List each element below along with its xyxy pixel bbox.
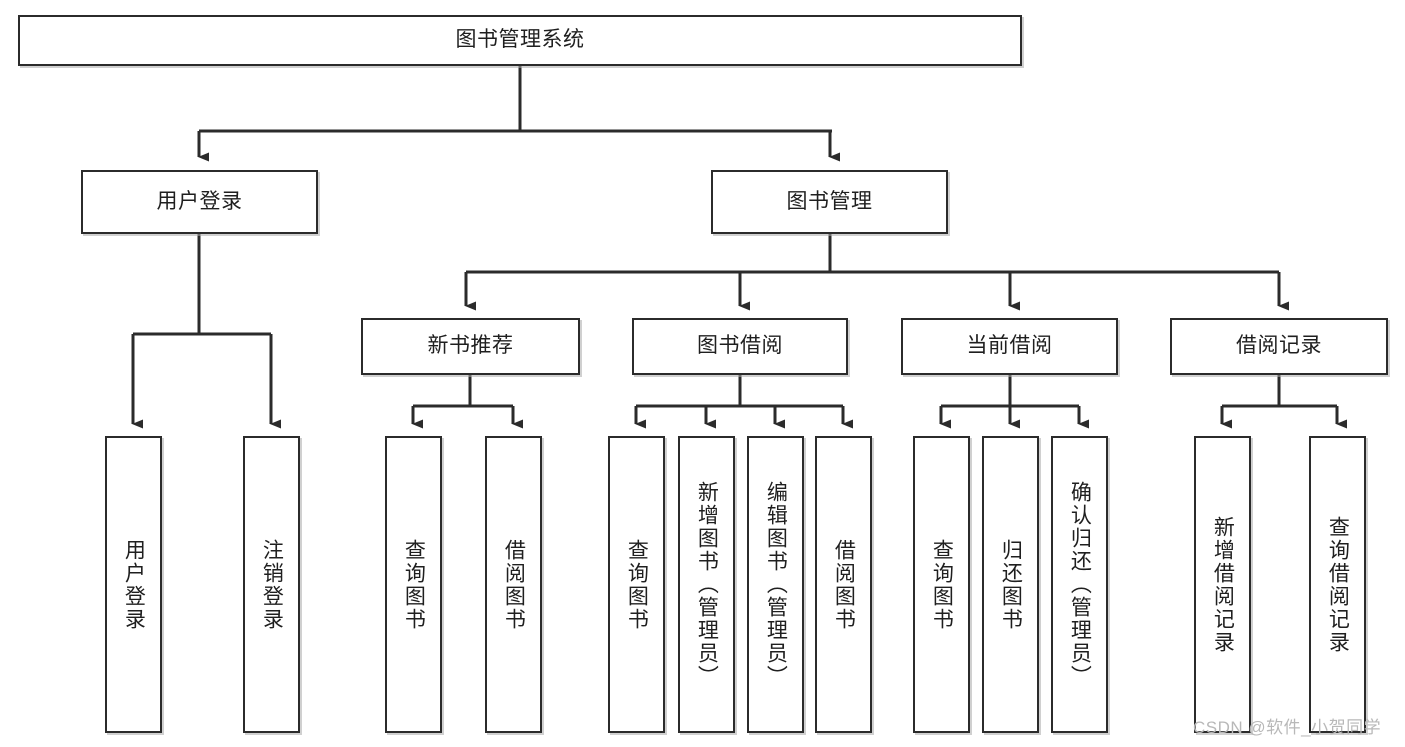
node-label: 用户登录 (122, 538, 146, 631)
node-label: 新增图书（管理员） (695, 481, 719, 688)
node-leaf-borrow-book-2[interactable]: 借阅图书 (815, 436, 872, 733)
node-leaf-add-record[interactable]: 新增借阅记录 (1194, 436, 1251, 733)
node-label: 图书借阅 (697, 334, 783, 358)
node-label: 查询借阅记录 (1326, 515, 1350, 654)
node-label: 借阅图书 (832, 538, 856, 631)
node-label: 新书推荐 (427, 334, 514, 358)
node-label: 查询图书 (625, 538, 649, 631)
node-label: 借阅图书 (502, 538, 526, 631)
node-label: 用户登录 (156, 189, 243, 213)
node-leaf-borrow-book-1[interactable]: 借阅图书 (485, 436, 542, 733)
node-leaf-return-book[interactable]: 归还图书 (982, 436, 1039, 733)
node-label: 图书管理 (786, 189, 873, 213)
node-leaf-query-book-2[interactable]: 查询图书 (608, 436, 665, 733)
node-root-book-management-system[interactable]: 图书管理系统 (18, 15, 1022, 66)
node-label: 新增借阅记录 (1211, 515, 1235, 654)
node-book-manage[interactable]: 图书管理 (711, 170, 948, 234)
node-leaf-logout-login[interactable]: 注销登录 (243, 436, 300, 733)
node-label: 编辑图书（管理员） (764, 481, 788, 688)
node-leaf-add-book[interactable]: 新增图书（管理员） (678, 436, 735, 733)
node-leaf-confirm-return[interactable]: 确认归还（管理员） (1051, 436, 1108, 733)
node-label: 确认归还（管理员） (1068, 481, 1092, 688)
node-label: 查询图书 (930, 538, 954, 631)
node-user-login[interactable]: 用户登录 (81, 170, 318, 234)
node-leaf-edit-book[interactable]: 编辑图书（管理员） (747, 436, 804, 733)
node-leaf-query-record[interactable]: 查询借阅记录 (1309, 436, 1366, 733)
node-leaf-user-login[interactable]: 用户登录 (105, 436, 162, 733)
node-label: 注销登录 (260, 538, 284, 631)
node-leaf-query-book-3[interactable]: 查询图书 (913, 436, 970, 733)
node-book-borrow[interactable]: 图书借阅 (632, 318, 848, 375)
node-current-borrow[interactable]: 当前借阅 (901, 318, 1118, 375)
node-label: 归还图书 (999, 538, 1023, 631)
csdn-watermark: CSDN @软件_小贺同学 (1193, 718, 1382, 737)
node-new-book-recommend[interactable]: 新书推荐 (361, 318, 580, 375)
node-label: 查询图书 (402, 538, 426, 631)
node-label: 当前借阅 (966, 334, 1053, 358)
node-borrow-record[interactable]: 借阅记录 (1170, 318, 1388, 375)
node-label: 借阅记录 (1236, 334, 1322, 358)
node-label: 图书管理系统 (455, 28, 585, 52)
node-leaf-query-book-1[interactable]: 查询图书 (385, 436, 442, 733)
